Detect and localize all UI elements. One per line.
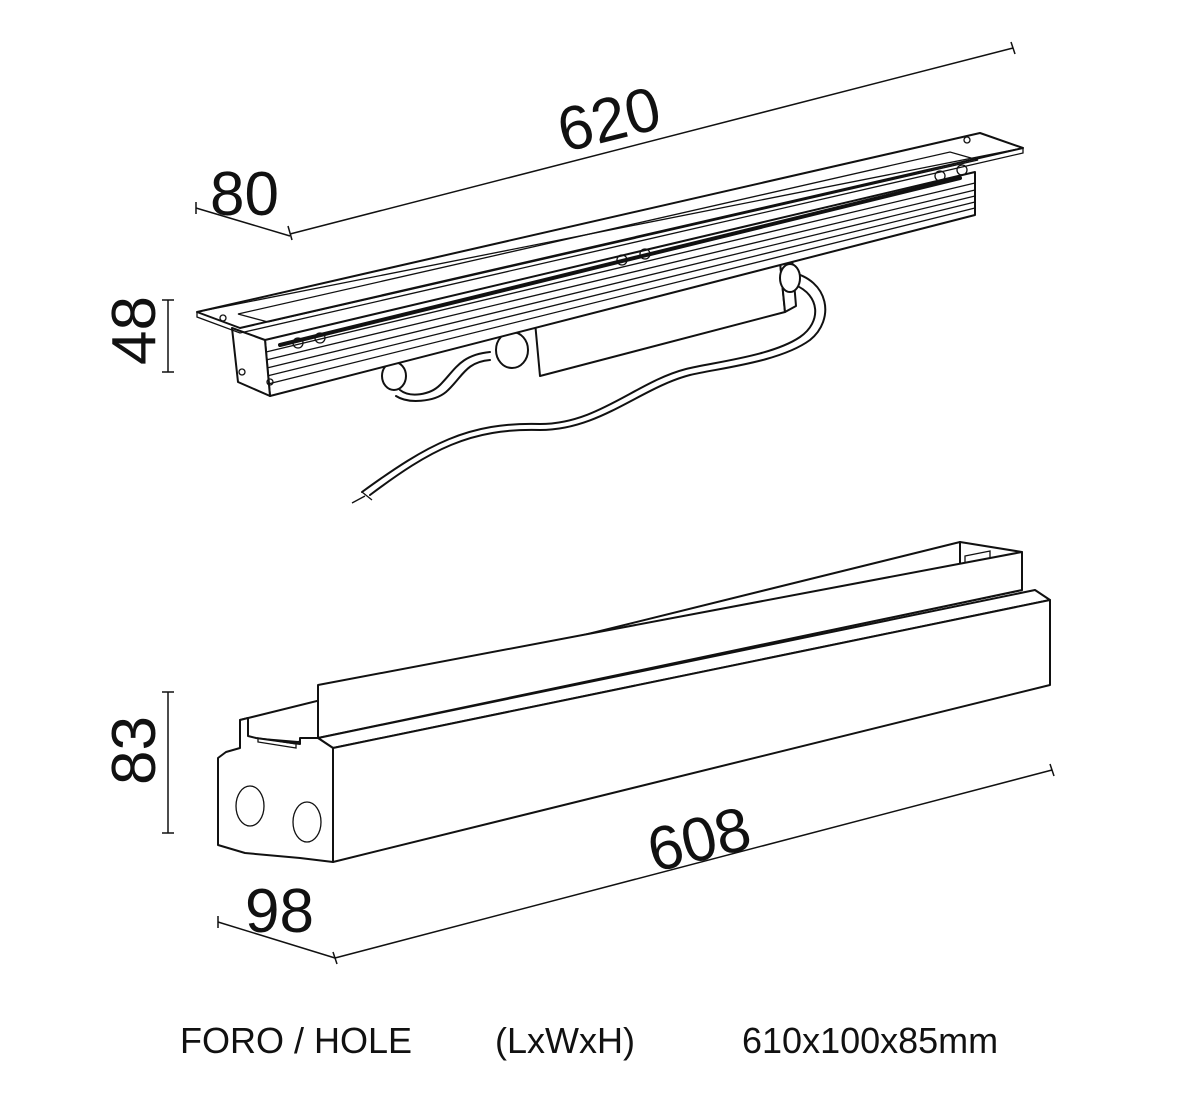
fixture-end-face <box>231 327 271 397</box>
side-cable <box>399 351 491 396</box>
dim-label-80: 80 <box>210 160 279 229</box>
dim-label-48: 48 <box>100 296 169 365</box>
dim-label-620: 620 <box>551 74 668 166</box>
recessed-housing <box>217 541 1051 863</box>
mounting-clips <box>292 164 968 349</box>
dim-label-608: 608 <box>641 794 758 886</box>
led-fixture <box>196 132 1024 504</box>
hole-format: (LxWxH) <box>495 1020 635 1061</box>
power-cable <box>369 271 827 496</box>
dim-label-83: 83 <box>100 716 169 785</box>
cooling-fins <box>265 182 976 385</box>
dimension-98: 98 <box>217 877 336 959</box>
lens-window <box>237 151 979 323</box>
dimension-83: 83 <box>100 691 174 834</box>
dimension-48: 48 <box>100 296 174 373</box>
hole-label: FORO / HOLE <box>180 1020 413 1061</box>
dimension-80: 80 <box>195 160 291 237</box>
dim-label-98: 98 <box>245 877 314 946</box>
cable-entry-hole <box>235 785 265 827</box>
hole-size: 610x100x85mm <box>742 1020 999 1061</box>
cable-entry-hole <box>292 801 322 843</box>
